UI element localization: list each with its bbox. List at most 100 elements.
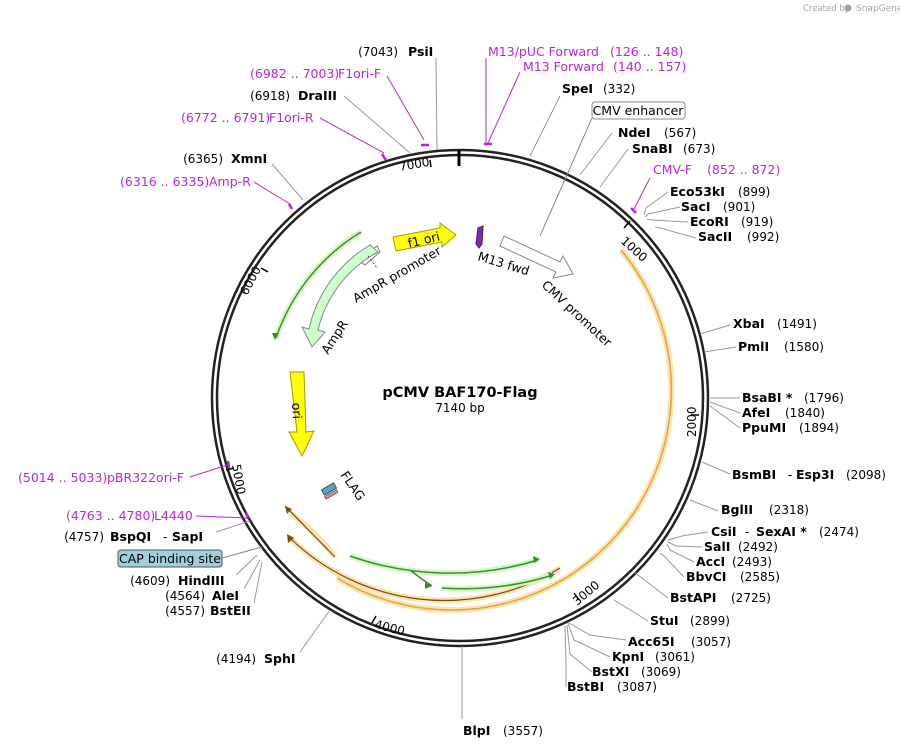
ndei-leader	[579, 132, 613, 176]
ecori-label: EcoRI	[690, 214, 729, 229]
bstbi-label: BstBI	[567, 679, 604, 694]
eco53ki-label: Eco53kI	[670, 184, 725, 199]
stui-label: StuI	[650, 613, 679, 628]
afei-label: AfeI	[742, 405, 770, 420]
snabi-label: SnaBI	[632, 141, 673, 156]
tick-label-7000: 7000	[398, 155, 431, 174]
alei-leader	[243, 559, 261, 590]
m13puc-range: (126 .. 148)	[610, 44, 683, 59]
sali-position: (2492)	[738, 540, 778, 554]
csii-position: (2474)	[819, 525, 859, 539]
ndei-label: NdeI	[618, 125, 651, 140]
ampr-primer-leader	[253, 181, 291, 205]
f1orif-leader	[386, 75, 425, 141]
pbr322-leader	[189, 463, 231, 478]
l4440-range: (4763 .. 4780)	[66, 508, 155, 523]
cmv-enhancer-leader	[539, 117, 593, 237]
bsmbi-leader	[701, 461, 731, 475]
bglii-label: BglII	[721, 502, 753, 517]
alei-label: AleI	[212, 588, 239, 603]
enzyme-leaders	[215, 57, 741, 719]
bsteii-leader	[253, 561, 263, 604]
ampr-arrow	[301, 244, 379, 348]
hindiii-leader	[235, 554, 258, 576]
green-arrow-2	[409, 569, 433, 587]
f1orif-range: (6982 .. 7003)	[250, 66, 339, 81]
bglii-leader	[689, 499, 719, 512]
eco53ki-leader	[643, 191, 669, 216]
f1orir-range: (6772 .. 6791)	[181, 110, 270, 125]
bstbi-position: (3087)	[617, 680, 657, 694]
snapgene-logo-icon	[844, 4, 852, 12]
acc65i-leader	[568, 622, 627, 641]
afei-position: (1840)	[785, 406, 825, 420]
xbai-leader	[699, 324, 731, 335]
hindiii-position: (4609)	[130, 574, 170, 588]
cap-binding-box	[117, 549, 223, 568]
psii-label: PsiI	[408, 44, 433, 59]
spei-label: SpeI	[562, 81, 593, 96]
bspqi-leader	[215, 520, 251, 533]
primer-leaders	[189, 58, 651, 519]
sphi-position: (4194)	[216, 652, 256, 666]
orf-inner-arrowhead-2	[287, 534, 294, 543]
bspqi-position: (4757)	[64, 530, 104, 544]
tick-mark-6000	[260, 267, 269, 273]
l4440-label: L4440	[154, 508, 193, 523]
green-arrow-3-head	[548, 572, 555, 579]
bsmbi-label: BsmBI	[732, 467, 776, 482]
m13-fwd-arrow	[475, 225, 484, 249]
cmv-enhancer-label: CMV enhancer	[593, 103, 685, 118]
stui-leader	[613, 599, 649, 622]
stui-position: (2899)	[690, 614, 730, 628]
orf-inner-arc-2	[289, 537, 561, 602]
bstapi-position: (2725)	[731, 591, 771, 605]
ecori-leader	[646, 218, 689, 223]
orf-arc-outer	[336, 249, 673, 611]
snapgene-logo-text: SnapGene	[856, 4, 900, 14]
bbvci-leader	[659, 552, 685, 578]
blpi-label: BlpI	[463, 723, 490, 738]
xmni-position: (6365)	[183, 152, 223, 166]
snabi-position: (673)	[683, 142, 715, 156]
green-arrow-left	[275, 231, 362, 339]
pmli-position: (1580)	[784, 340, 824, 354]
orf-inner-arrowhead-1	[285, 506, 292, 514]
sacii-leader	[654, 226, 697, 239]
bbvci-position: (2585)	[740, 570, 780, 584]
f1orir-mark	[380, 153, 388, 161]
ppumi-position: (1894)	[799, 421, 839, 435]
ampr-label: AmpR	[318, 317, 351, 357]
spei-position: (332)	[603, 82, 635, 96]
bsmbi-dash: -	[788, 468, 792, 482]
cap-leader	[221, 546, 263, 559]
ndei-position: (567)	[664, 126, 696, 140]
csii-leader	[667, 531, 709, 541]
green-arrow-1	[349, 555, 539, 574]
green-arrow-3	[441, 574, 554, 590]
pmli-leader	[703, 346, 737, 353]
bspqi-label: BspQI	[110, 529, 151, 544]
hindiii-label: HindIII	[178, 573, 225, 588]
cmv-promoter-arrow	[499, 235, 574, 279]
sali-label: SalI	[704, 539, 730, 554]
bsabi-label: BsaBI *	[742, 390, 793, 405]
psii-leader	[435, 57, 438, 151]
psii-position: (7043)	[358, 45, 398, 59]
bbvci-label: BbvCI	[686, 569, 726, 584]
bstapi-label: BstAPI	[670, 590, 716, 605]
tick-label-2000: 2000	[685, 406, 699, 437]
kpni-label: KpnI	[612, 649, 644, 664]
cmvf-leader	[632, 177, 651, 212]
ampr-primer-label: Amp-R	[209, 174, 251, 189]
tick-mark-4000	[371, 615, 377, 624]
m13puc-label: M13/pUC Forward	[488, 44, 599, 59]
bsmbi-position: (2098)	[846, 468, 886, 482]
ppumi-leader	[709, 405, 741, 429]
bstapi-leader	[633, 571, 669, 599]
ppumi-label: PpuMI	[742, 420, 786, 435]
flag-tag-b	[324, 489, 339, 500]
spei-leader	[529, 95, 561, 157]
f1orir-label: F1ori-R	[269, 110, 314, 125]
